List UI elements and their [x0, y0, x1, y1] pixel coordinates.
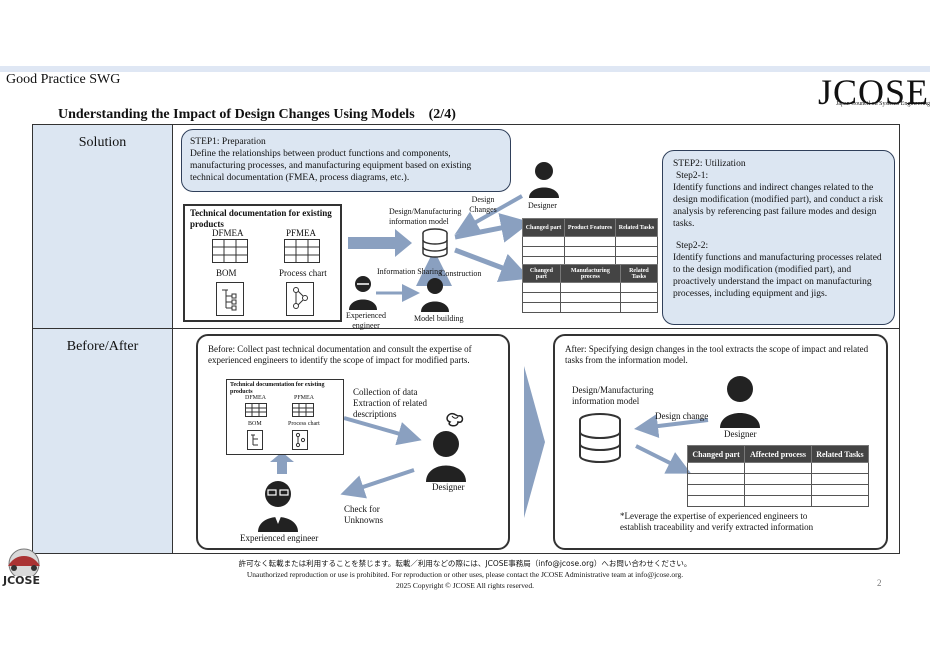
- step2-1-label: Step2-1:: [676, 171, 709, 181]
- experienced-engineer-icon: [349, 276, 377, 310]
- step1-panel: STEP1: Preparation Define the relationsh…: [181, 129, 511, 192]
- before-text: Before: Collect past technical documenta…: [208, 344, 472, 365]
- experienced-engineer-label: Experienced engineer: [346, 311, 386, 330]
- content-frame: [32, 124, 900, 554]
- step2-2-label: Step2-2:: [676, 241, 709, 251]
- footer-english-notice: Unauthorized reproduction or use is proh…: [246, 570, 684, 579]
- tech-doc-box: Technical documentation for existing pro…: [183, 204, 342, 322]
- before-tech-doc-title: Technical documentation for existing pro…: [230, 382, 325, 395]
- arrow-model-to-table2: [454, 247, 531, 282]
- table1-header-product-features: Product Features: [563, 218, 617, 237]
- bom-label: BOM: [216, 268, 237, 278]
- bom-document-icon: [216, 282, 244, 316]
- before-dfmea-table-icon: [245, 403, 267, 417]
- check-unknowns-label: Check for Unknowns: [344, 504, 384, 525]
- jcose-logo: JCOSE: [818, 72, 930, 112]
- table3-header-affected-process: Affected process: [744, 445, 812, 463]
- process-chart-label: Process chart: [279, 268, 327, 278]
- collection-label: Collection of data Extraction of related…: [353, 387, 427, 419]
- row-label-before-after: Before/After: [66, 339, 139, 354]
- after-designer-label: Designer: [724, 429, 757, 439]
- info-sharing-label: Information Sharing: [377, 267, 443, 276]
- process-chart-document-icon: [286, 282, 314, 316]
- before-bom-label: BOM: [248, 421, 262, 427]
- model-building-label: Model building: [414, 314, 464, 323]
- page-title: Understanding the Impact of Design Chang…: [58, 107, 456, 122]
- before-after-side-panel: Before/After: [33, 329, 173, 553]
- table2-header-changed-part: Changed part: [522, 264, 561, 283]
- block-arrow-engineer-up: [270, 452, 294, 474]
- manufacturing-process-table: Changed part Manufacturing process Relat…: [522, 264, 659, 313]
- pfmea-table-icon: [284, 239, 320, 263]
- arrow-designer-to-db: [634, 414, 709, 438]
- table2-header-related-tasks: Related Tasks: [619, 264, 659, 283]
- step2-panel: STEP2: Utilization Step2-1: Identify fun…: [662, 150, 895, 325]
- block-arrow-tech-to-model: [348, 229, 412, 257]
- after-panel: After: Specifying design changes in the …: [553, 334, 888, 550]
- designer-label: Designer: [528, 201, 557, 210]
- step2-1-body: Identify functions and indirect changes …: [673, 183, 883, 229]
- table3-header-related-tasks: Related Tasks: [810, 445, 870, 463]
- arrow-check-unknowns: [340, 468, 415, 499]
- footer-japanese-notice: 許可なく転載または利用することを禁じます。転載／利用などの際には、JCOSE事務…: [238, 559, 692, 568]
- step1-body: Define the relationships between product…: [190, 149, 472, 183]
- after-model-label: Design/Manufacturing information model: [572, 385, 654, 406]
- model-label: Design/Manufacturing information model: [389, 207, 462, 226]
- jcose-logo-subtitle: Japan Council on Systems Engineering: [836, 101, 930, 107]
- step2-2-body: Identify functions and manufacturing pro…: [673, 253, 882, 299]
- row-label-solution: Solution: [78, 135, 127, 150]
- jcose-badge-car-icon: [8, 548, 40, 576]
- before-experienced-engineer-icon: [258, 481, 298, 532]
- table1-header-changed-part: Changed part: [522, 218, 565, 237]
- before-process-chart-label: Process chart: [288, 421, 320, 427]
- after-designer-icon: [720, 376, 760, 428]
- before-process-chart-document-icon: [292, 430, 308, 450]
- design-changes-label: Design Changes: [469, 195, 497, 214]
- table2-header-manufacturing-process: Manufacturing process: [559, 264, 621, 283]
- table3-header-changed-part: Changed part: [686, 445, 746, 463]
- dfmea-label: DFMEA: [212, 228, 244, 238]
- after-text: After: Specifying design changes in the …: [565, 344, 869, 365]
- arrow-db-to-table: [635, 444, 692, 474]
- after-note: *Leverage the expertise of experienced e…: [620, 511, 814, 532]
- jcose-badge: JCOSE: [3, 574, 40, 587]
- before-designer-label: Designer: [432, 482, 465, 492]
- before-dfmea-label: DFMEA: [245, 395, 267, 401]
- step2-heading: STEP2: Utilization: [673, 159, 746, 169]
- before-pfmea-table-icon: [292, 403, 314, 417]
- design-change-label: Design change: [655, 411, 709, 421]
- model-builder-person-icon: [421, 278, 449, 312]
- before-pfmea-label: PFMEA: [294, 395, 315, 401]
- construction-label: Construction: [440, 269, 482, 278]
- row-divider: [33, 328, 899, 329]
- step1-heading: STEP1: Preparation: [190, 137, 266, 147]
- after-database-icon: [579, 413, 621, 463]
- before-tech-doc-box: Technical documentation for existing pro…: [226, 379, 344, 455]
- before-bom-document-icon: [247, 430, 263, 450]
- dfmea-table-icon: [212, 239, 248, 263]
- page-number: 2: [877, 578, 882, 588]
- tech-doc-title: Technical documentation for existing pro…: [190, 208, 332, 229]
- solution-side-panel: Solution: [33, 125, 173, 328]
- before-experienced-engineer-label: Experienced engineer: [240, 533, 319, 543]
- database-icon: [422, 228, 448, 258]
- pfmea-label: PFMEA: [286, 228, 317, 238]
- arrow-collection: [343, 416, 422, 446]
- designer-person-icon: [529, 162, 559, 198]
- before-after-chevron: [524, 366, 545, 518]
- swg-label: Good Practice SWG: [6, 72, 121, 87]
- arrow-model-to-table1: [454, 213, 531, 243]
- table1-header-related-tasks: Related Tasks: [615, 218, 658, 237]
- top-band: [0, 66, 930, 72]
- product-features-table: Changed part Product Features Related Ta…: [522, 218, 658, 267]
- before-panel: Before: Collect past technical documenta…: [196, 334, 510, 550]
- footer-copyright: 2025 Copyright © JCOSE All rights reserv…: [396, 581, 534, 590]
- confused-designer-icon: [426, 412, 466, 482]
- arrow-designer-to-model: [455, 194, 523, 234]
- affected-process-table: Changed part Affected process Related Ta…: [686, 445, 870, 507]
